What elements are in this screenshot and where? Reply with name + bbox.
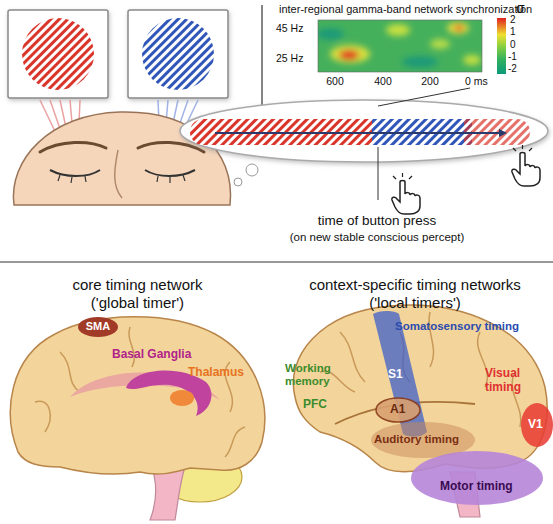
hand-icon <box>512 145 540 186</box>
brain-region: Visual timingV1 <box>485 367 553 447</box>
thought-bubble <box>246 164 258 176</box>
region-label: A1 <box>390 403 405 417</box>
region-shape <box>78 317 118 337</box>
region-label: Visual timing <box>485 367 545 395</box>
leader-line <box>378 88 470 106</box>
region-label: PFC <box>303 398 327 412</box>
panel-heading: context-specific timing networks <box>280 276 550 293</box>
colorbar-unit: σ <box>516 0 525 16</box>
region-shape <box>10 317 264 474</box>
region-label: S1 <box>388 368 403 382</box>
eyelashes <box>58 175 185 183</box>
colorbar <box>497 18 506 74</box>
region-shape <box>521 403 553 447</box>
colorbar-tick: 2 <box>510 14 516 26</box>
axis-label: 25 Hz <box>276 52 303 64</box>
region-outline <box>410 450 545 508</box>
stimulus-screen <box>8 10 108 98</box>
region-shape <box>35 401 50 432</box>
colorbar-tick: -1 <box>508 51 517 63</box>
annotation: (on new stable conscious percept) <box>262 231 492 244</box>
region-shape <box>376 398 420 422</box>
heatmap <box>318 20 482 72</box>
axis-label: 45 Hz <box>276 22 303 34</box>
axis-tick: 600 <box>322 75 348 87</box>
panel-subheading: ('local timers') <box>280 294 550 311</box>
colorbar-tick: -2 <box>508 63 517 75</box>
percept-bar <box>190 119 530 145</box>
region-shape <box>293 305 547 471</box>
region-label: V1 <box>528 418 543 432</box>
divider <box>0 261 553 262</box>
hand-icon <box>392 173 420 214</box>
eyebrow <box>40 142 106 152</box>
panel-subheading: ('global timer') <box>0 294 275 311</box>
region-label: Auditory timing <box>374 433 459 446</box>
brain-region: A1Auditory timing <box>368 392 478 460</box>
axis-tick: 200 <box>417 75 443 87</box>
red-grating <box>22 18 94 90</box>
axis-tick: 0 ms <box>465 75 488 87</box>
divider <box>261 5 262 118</box>
closed-eye <box>50 170 100 176</box>
panel-heading: core timing network <box>0 276 275 293</box>
leader-line <box>378 147 379 200</box>
region-shape <box>170 390 194 406</box>
region-label: Somatosensory timing <box>395 320 519 333</box>
brain-sagittal: core timing network('global timer') SMA Ba… <box>0 272 275 524</box>
time-arrow <box>215 132 505 134</box>
region-label: Basal Ganglia <box>112 348 191 362</box>
thought-ellipse <box>180 100 548 162</box>
region-label: SMA <box>78 320 118 333</box>
colorbar-tick: 0 <box>510 39 516 51</box>
brain-region: Motor timing <box>410 450 545 508</box>
brain-region: SMA <box>78 316 118 338</box>
heatmap-frame <box>318 20 482 72</box>
thought-bubble <box>234 178 242 186</box>
region-outline <box>368 392 478 460</box>
brain-region: Basal Ganglia <box>108 348 223 420</box>
axis-tick: 400 <box>370 75 396 87</box>
region-label: Motor timing <box>440 480 513 494</box>
colorbar-tick: 1 <box>510 26 516 38</box>
nose <box>115 150 122 198</box>
region-shape <box>340 332 365 382</box>
region-label: Thalamus <box>188 366 244 380</box>
region-label: Working memory <box>285 362 343 388</box>
closed-eye <box>145 170 195 176</box>
chart-title: inter-regional gamma-band network synchr… <box>279 3 532 16</box>
blue-grating <box>142 18 214 90</box>
region-shape <box>411 451 543 505</box>
region-shape <box>60 352 80 392</box>
annotation: time of button press <box>272 213 482 229</box>
stimulus-screen <box>128 10 228 98</box>
region-shape <box>225 427 245 457</box>
